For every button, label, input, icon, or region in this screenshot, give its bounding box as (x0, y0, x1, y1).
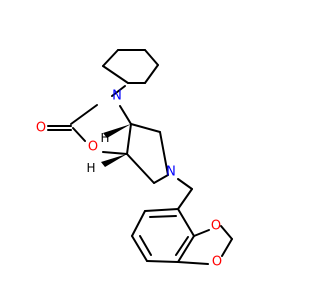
bond (139, 235, 152, 256)
bond (177, 261, 209, 265)
dioxole-oxygen-label: O (211, 219, 221, 234)
bond (126, 153, 155, 184)
bond (177, 235, 195, 263)
bond (149, 215, 177, 218)
bond (177, 178, 193, 190)
atom-labels: N O O N O O H H (36, 89, 222, 270)
bond (144, 208, 179, 212)
carbonyl-oxygen-label: O (36, 121, 46, 136)
bond (102, 49, 119, 67)
bond (177, 208, 195, 237)
bond (144, 64, 159, 84)
bond (70, 104, 98, 125)
dioxole-oxygen-label: O (212, 255, 222, 270)
pyrrolidine-nitrogen-label: N (166, 165, 176, 180)
bond (220, 225, 233, 240)
bond (131, 235, 148, 262)
bond (144, 49, 159, 66)
bond (177, 188, 193, 210)
bond (102, 65, 129, 84)
hydrogen-atom-label: H (100, 131, 109, 145)
bond (72, 127, 86, 142)
bond (159, 131, 169, 176)
stereo-wedge-bond (101, 154, 127, 167)
bond-layer (47, 49, 233, 265)
bond (221, 238, 233, 257)
bond (193, 229, 210, 237)
hydrogen-atom-label: H (86, 161, 95, 175)
bond (111, 85, 126, 97)
bond (131, 210, 146, 237)
ring-oxygen-label: O (88, 140, 98, 155)
stereo-wedge-bond (103, 124, 131, 138)
bond (126, 123, 132, 155)
bond (119, 105, 132, 125)
molecule-structure: N O O N O O H H (36, 49, 233, 270)
nitrogen-atom-label: N (112, 89, 122, 104)
bond (146, 260, 179, 263)
bond (130, 123, 161, 133)
bond (175, 236, 189, 256)
bond (102, 151, 128, 155)
bond (153, 174, 169, 184)
